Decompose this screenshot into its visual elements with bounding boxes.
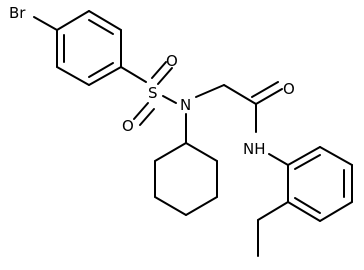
atom-bromine: Br — [9, 4, 26, 22]
atom-sulfur: S — [148, 84, 158, 102]
bond-amide-nitrogen-aryl — [268, 153, 289, 166]
ethylphenyl-ring — [287, 146, 353, 222]
bromophenyl-ring — [56, 10, 122, 86]
atom-amide-nh: NH — [243, 140, 266, 158]
bond-methylene-carbonyl — [223, 84, 257, 105]
atom-sulfonyl-oxygen-top: O — [166, 52, 178, 70]
cyclohexyl-ring — [154, 142, 218, 216]
bond-ring-bromine — [33, 16, 58, 31]
sulfonyl-group — [133, 61, 177, 126]
bond-nitrogen-methylene — [195, 84, 225, 98]
atom-sulfonamide-nitrogen: N — [180, 96, 191, 114]
atom-carbonyl-oxygen: O — [283, 80, 295, 98]
carbonyl-double-bond — [251, 81, 283, 105]
bond-ring-sulfur — [120, 66, 147, 83]
ethyl-group — [257, 201, 289, 257]
atom-sulfonyl-oxygen-bottom: O — [122, 117, 134, 135]
